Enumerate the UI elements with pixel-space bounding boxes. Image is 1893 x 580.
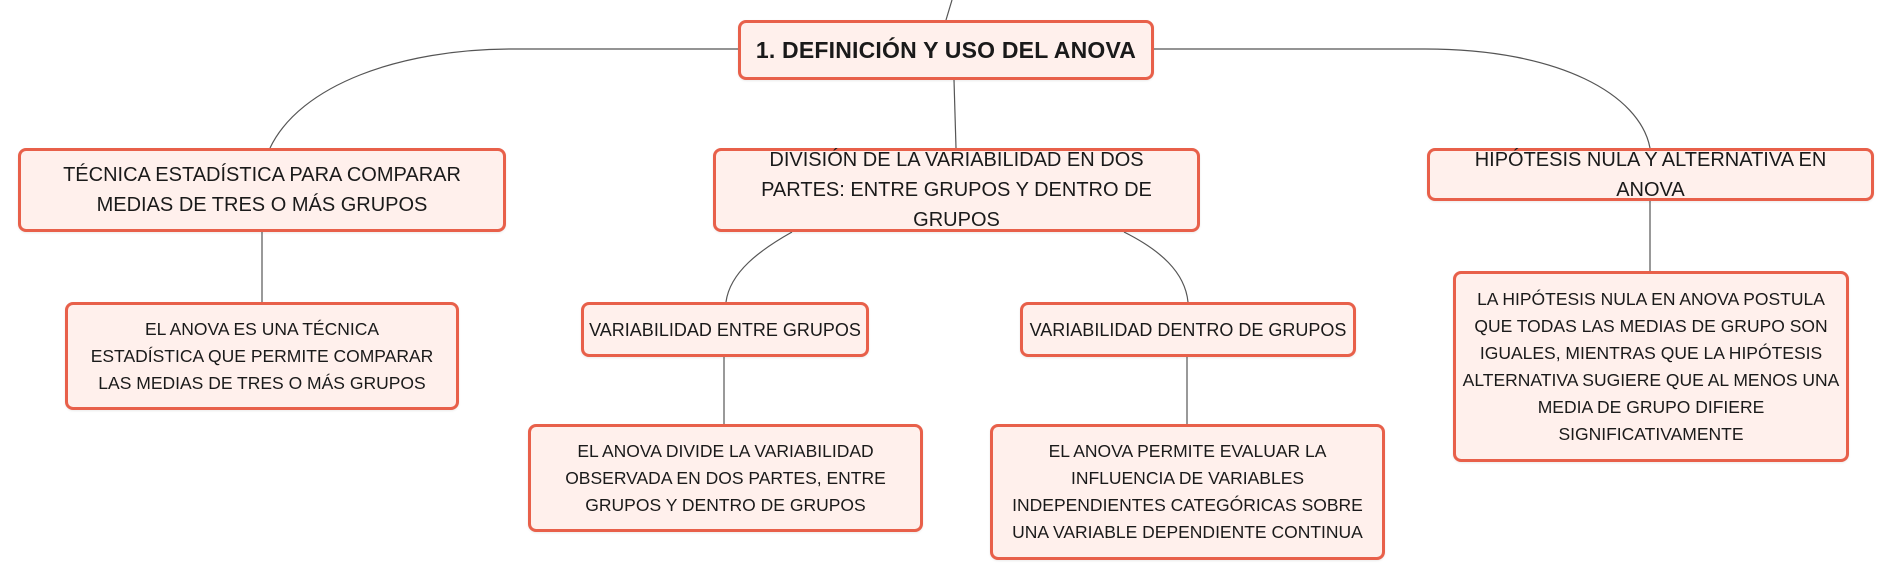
node-variabilidad-dentro-label: VARIABILIDAD DENTRO DE GRUPOS xyxy=(1029,319,1347,340)
node-dentro-descripcion-label: EL ANOVA PERMITE EVALUAR LA INFLUENCIA D… xyxy=(1012,441,1363,542)
node-hipotesis[interactable]: HIPÓTESIS NULA Y ALTERNATIVA EN ANOVA xyxy=(1427,148,1874,201)
root-node-label: 1. DEFINICIÓN Y USO DEL ANOVA xyxy=(755,36,1137,63)
connector-root-to-tecnica xyxy=(269,48,740,149)
node-hipotesis-descripcion-label: LA HIPÓTESIS NULA EN ANOVA POSTULA QUE T… xyxy=(1462,288,1840,444)
node-anova-tecnica[interactable]: EL ANOVA ES UNA TÉCNICA ESTADÍSTICA QUE … xyxy=(65,302,459,410)
connector-root-to-division xyxy=(953,79,957,149)
connector-division-to-dentro xyxy=(1123,231,1189,303)
node-anova-tecnica-label: EL ANOVA ES UNA TÉCNICA ESTADÍSTICA QUE … xyxy=(90,318,434,393)
node-entre-descripcion[interactable]: EL ANOVA DIVIDE LA VARIABILIDAD OBSERVAD… xyxy=(528,424,923,532)
connector-division-to-entre xyxy=(725,231,793,303)
node-variabilidad-entre[interactable]: VARIABILIDAD ENTRE GRUPOS xyxy=(581,302,869,357)
node-hipotesis-descripcion[interactable]: LA HIPÓTESIS NULA EN ANOVA POSTULA QUE T… xyxy=(1453,271,1849,462)
node-division-variabilidad[interactable]: DIVISIÓN DE LA VARIABILIDAD EN DOS PARTE… xyxy=(713,148,1200,232)
connector-parent-to-root xyxy=(945,0,953,21)
node-entre-descripcion-label: EL ANOVA DIVIDE LA VARIABILIDAD OBSERVAD… xyxy=(565,440,886,515)
node-hipotesis-label: HIPÓTESIS NULA Y ALTERNATIVA EN ANOVA xyxy=(1474,148,1827,201)
connector-root-to-hipotesis xyxy=(1152,48,1651,149)
node-dentro-descripcion[interactable]: EL ANOVA PERMITE EVALUAR LA INFLUENCIA D… xyxy=(990,424,1385,560)
node-tecnica-estadistica[interactable]: TÉCNICA ESTADÍSTICA PARA COMPARAR MEDIAS… xyxy=(18,148,506,232)
node-tecnica-estadistica-label: TÉCNICA ESTADÍSTICA PARA COMPARAR MEDIAS… xyxy=(63,164,461,216)
node-division-variabilidad-label: DIVISIÓN DE LA VARIABILIDAD EN DOS PARTE… xyxy=(761,149,1152,231)
root-node[interactable]: 1. DEFINICIÓN Y USO DEL ANOVA xyxy=(738,20,1154,80)
node-variabilidad-entre-label: VARIABILIDAD ENTRE GRUPOS xyxy=(589,319,861,340)
node-variabilidad-dentro[interactable]: VARIABILIDAD DENTRO DE GRUPOS xyxy=(1020,302,1356,357)
